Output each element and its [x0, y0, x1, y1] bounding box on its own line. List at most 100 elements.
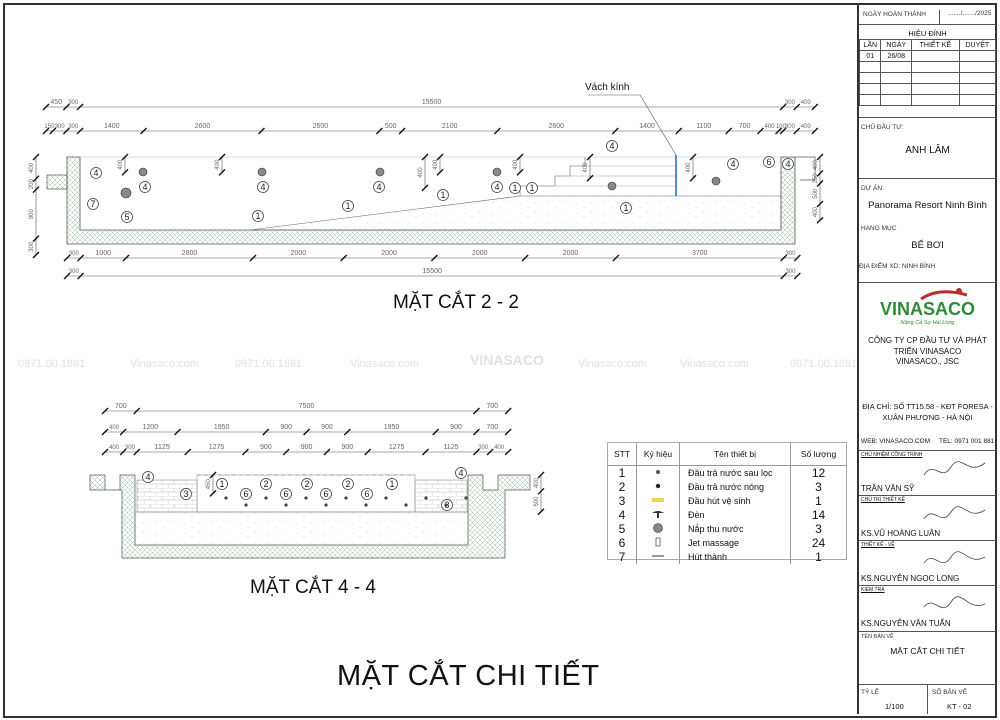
legend-stt: 7 — [608, 550, 637, 564]
marker-label: 1 — [623, 203, 628, 213]
skimmer-icon — [652, 555, 664, 556]
project-name: Panorama Resort Ninh Bình — [868, 200, 987, 211]
revision-row — [858, 61, 997, 73]
dimension-tick — [779, 127, 787, 135]
jet-massage-icon — [384, 496, 388, 500]
dimension-label: 400 — [534, 477, 540, 488]
revision-cell — [880, 61, 913, 73]
dimension-tick — [521, 254, 529, 262]
dimension-tick — [486, 448, 494, 456]
legend-row: 5 Nắp thu nước 3 — [608, 522, 846, 536]
jet-massage-icon — [224, 496, 228, 500]
revision-cell — [911, 61, 960, 73]
legend-header-symbol: Ký hiệu — [636, 443, 680, 466]
section-2-2-title: MẶT CẮT 2 - 2 — [393, 292, 519, 313]
revision-cell — [911, 94, 960, 106]
dimension-tick — [241, 448, 249, 456]
dimension-tick — [122, 254, 130, 262]
signature-icon — [923, 596, 986, 609]
dimension-label: 1400 — [104, 123, 120, 130]
marker-circle — [526, 182, 538, 194]
legend-qty: 3 — [815, 480, 822, 494]
legend-stt: 6 — [608, 536, 637, 550]
marker-circle — [142, 471, 154, 483]
light-icon — [257, 167, 267, 177]
marker-label: 6 — [283, 489, 288, 499]
item-name: BỂ BƠI — [911, 240, 944, 251]
dimension-tick — [140, 127, 148, 135]
dimension-tick — [436, 153, 444, 161]
revision-cell — [958, 94, 997, 106]
marker-circle — [216, 478, 228, 490]
marker-circle — [491, 181, 503, 193]
dimension-label: 400 — [583, 162, 589, 173]
dimension-label: 500 — [813, 188, 819, 199]
dimension-label: 400 — [764, 124, 775, 130]
dimension-tick — [816, 216, 824, 224]
dimension-label: 2000 — [291, 250, 307, 257]
dimension-label: 900 — [342, 444, 354, 451]
marker-circle — [455, 467, 467, 479]
dimension-tick — [816, 169, 824, 177]
dimension-label: 500 — [385, 123, 397, 130]
jet-massage-icon — [364, 503, 368, 507]
revision-row — [858, 72, 997, 84]
dimension-tick — [756, 127, 764, 135]
dimension-label: 700 — [115, 403, 127, 410]
dimension-label: 300 — [55, 124, 66, 130]
jet-massage-icon — [404, 503, 408, 507]
dimension-label: 400 — [118, 159, 124, 170]
dimension-tick — [504, 428, 512, 436]
dimension-label: 300 — [478, 445, 489, 451]
marker-circle — [342, 478, 354, 490]
marker-circle — [386, 478, 398, 490]
dimension-tick — [77, 254, 85, 262]
role-name: KS.VŨ HOÀNG LUÂN — [861, 529, 941, 538]
drawing-frame — [3, 3, 997, 718]
dimension-tick — [323, 448, 331, 456]
dimension-tick — [811, 127, 819, 135]
dimension-tick — [430, 254, 438, 262]
company-web[interactable]: WEB: VINASACO.COM — [861, 438, 930, 445]
dimension-label: 1200 — [143, 424, 159, 431]
dimension-tick — [816, 153, 824, 161]
marker-circle — [342, 200, 354, 212]
company-tel: TEL: 0971 001 881 — [939, 438, 995, 445]
marker-label: 1 — [529, 183, 534, 193]
dimension-tick — [262, 428, 270, 436]
watermark-text: 0971.00.1881 — [790, 358, 858, 370]
dimension-label: 300 — [68, 124, 79, 130]
legend-row: 1 Đầu trả nước sau lọc 12 — [608, 465, 846, 480]
dimension-tick — [42, 127, 50, 135]
marker-label: 1 — [255, 211, 260, 221]
dimension-tick — [612, 254, 620, 262]
revision-row — [858, 83, 997, 95]
marker-circle — [763, 156, 775, 168]
dimension-tick — [76, 103, 84, 111]
dimension-label: 1950 — [384, 424, 400, 431]
revision-cell — [858, 61, 882, 73]
legend-row: 2 Đầu trả nước nóng 3 — [608, 480, 846, 494]
dimension-label: 1000 — [95, 250, 111, 257]
dimension-label: 1400 — [639, 123, 655, 130]
marker-label: 5 — [124, 212, 129, 222]
dimension-label: 1125 — [155, 444, 170, 451]
watermark-text: Vinasaco.com — [350, 358, 419, 370]
dimension-label: 2600 — [313, 123, 329, 130]
dimension-tick — [32, 175, 40, 183]
project-label: DỰ ÁN: — [861, 185, 884, 192]
marker-circle — [727, 158, 739, 170]
sheet-name-section: TÊN BẢN VẼ MẶT CẮT CHI TIẾT — [859, 632, 996, 685]
legend-qty: 3 — [815, 522, 822, 536]
dimension-label: 2100 — [442, 123, 458, 130]
hot-water-inlet-icon — [655, 483, 661, 488]
dimension-label: 7500 — [299, 403, 315, 410]
revision-cell: 26/08 — [880, 50, 913, 62]
return-inlet-icon — [656, 469, 660, 474]
equipment-legend: STT Ký hiệu Tên thiết bị Số lượng 1 Đầu … — [607, 442, 847, 564]
dimension-label: 300 — [69, 251, 80, 257]
legend-name: Đèn — [679, 508, 791, 522]
legend-qty: 12 — [811, 466, 826, 480]
watermark-text: Vinasaco.com — [578, 358, 647, 370]
dimension-label: 300 — [125, 445, 136, 451]
